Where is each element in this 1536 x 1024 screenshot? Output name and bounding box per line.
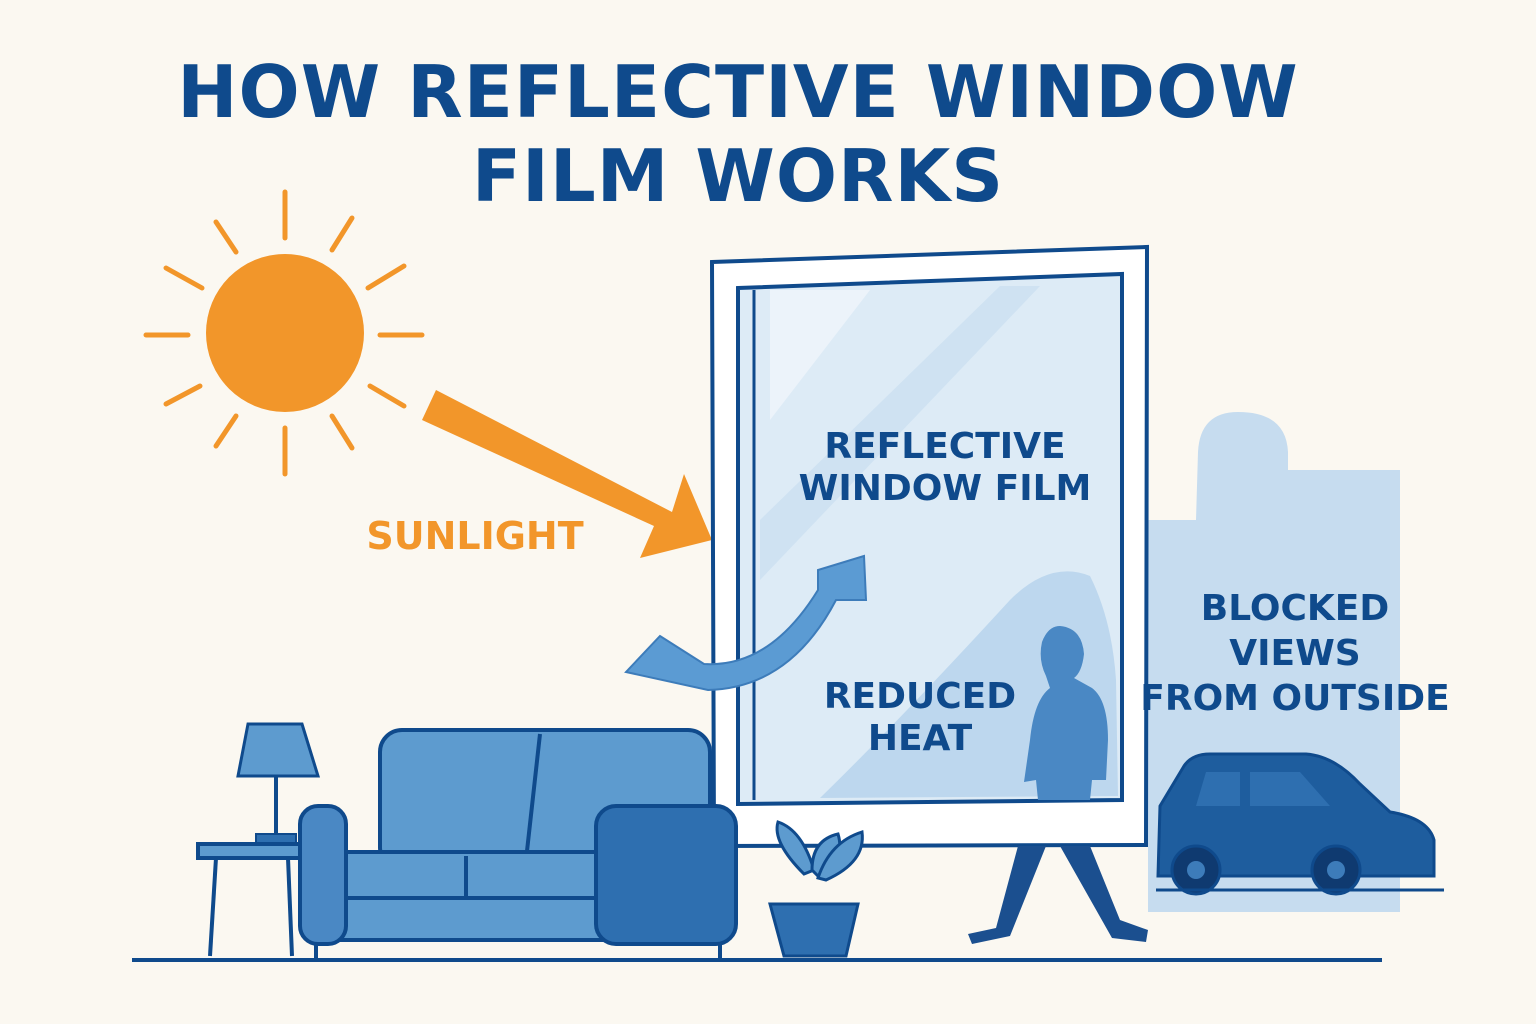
walking-legs xyxy=(968,846,1148,944)
heat-label-line-1: REDUCED xyxy=(823,676,1017,717)
plant-icon xyxy=(768,820,864,958)
sunlight-label: SUNLIGHT xyxy=(366,514,584,558)
views-label-line-2: VIEWS xyxy=(1229,633,1361,674)
film-label: REFLECTIVE WINDOW FILM xyxy=(760,426,1130,511)
sun-icon xyxy=(143,189,425,477)
title-line-2: FILM WORKS xyxy=(471,134,1005,218)
car-icon xyxy=(1156,752,1444,896)
sofa-icon xyxy=(298,728,738,958)
lamp-icon xyxy=(236,722,321,845)
views-label-line-3: FROM OUTSIDE xyxy=(1140,678,1450,719)
title-line-1: HOW REFLECTIVE WINDOW xyxy=(177,50,1299,134)
side-table xyxy=(196,842,312,957)
views-label: BLOCKED VIEWS FROM OUTSIDE xyxy=(1140,586,1450,721)
sunlight-arrow-icon xyxy=(422,390,712,558)
person-silhouette xyxy=(1024,626,1108,800)
reflected-heat-arrow-icon xyxy=(624,554,868,692)
heat-label: REDUCED HEAT xyxy=(790,676,1050,761)
views-label-line-1: BLOCKED xyxy=(1200,588,1390,629)
film-label-line-1: REFLECTIVE xyxy=(824,426,1066,467)
film-label-line-2: WINDOW FILM xyxy=(798,468,1092,510)
heat-label-line-2: HEAT xyxy=(867,718,973,760)
